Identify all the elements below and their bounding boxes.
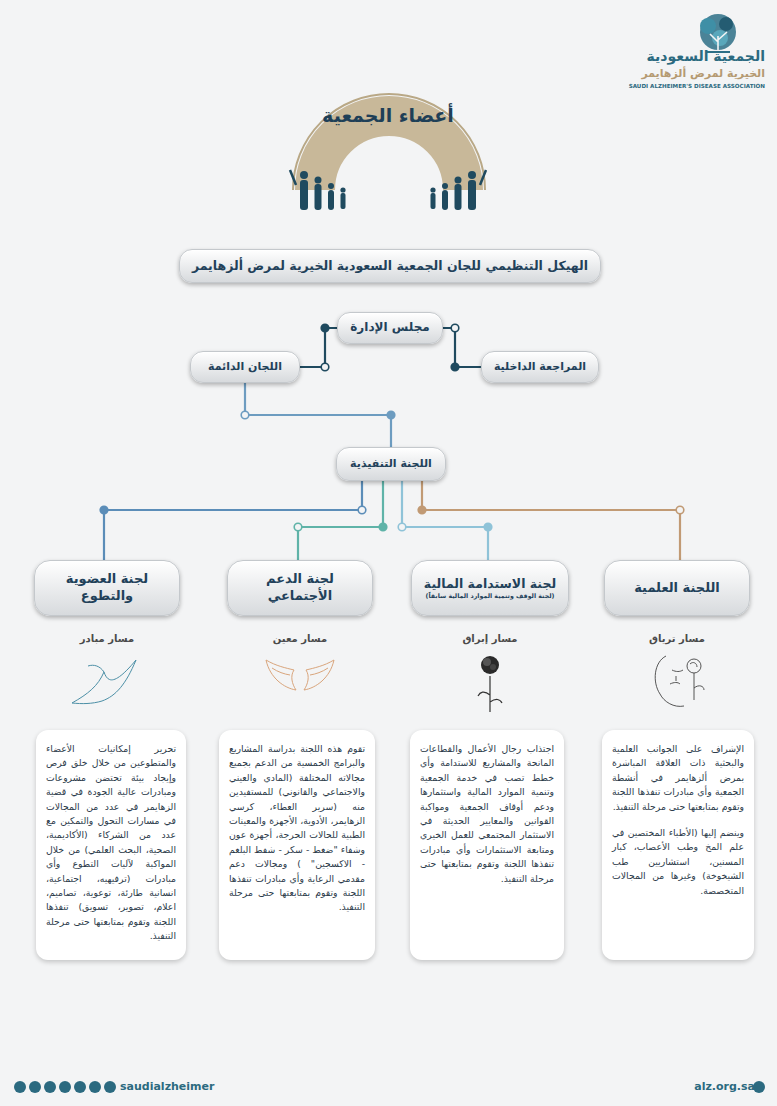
- connector: [300, 328, 337, 367]
- description-box: اجتذاب رجال الأعمال والقطاعات المانحة وا…: [410, 730, 564, 960]
- connector-dot: [358, 506, 366, 514]
- connector-dot: [379, 523, 387, 531]
- connector-dot: [241, 411, 249, 419]
- board-box: مجلس الإدارة: [337, 312, 442, 344]
- connector-dot: [100, 506, 108, 514]
- track-label: مسار معين: [273, 633, 327, 644]
- track-label: مسار مبادر: [80, 633, 134, 644]
- committee-box: لجنة العضوية والتطوع: [34, 560, 180, 616]
- node-text: المراجعة الداخلية: [494, 360, 586, 374]
- node-text: الإشراف على الجوانب العلمية والبحثية ذات…: [612, 742, 744, 814]
- connector: [402, 481, 488, 560]
- node-text: لجنة الاستدامة المالية: [424, 576, 556, 592]
- rose-icon: [478, 656, 502, 712]
- connector-dot: [676, 506, 684, 514]
- node-text: اجتذاب رجال الأعمال والقطاعات المانحة وا…: [420, 742, 554, 886]
- connector-dot: [398, 523, 406, 531]
- family-figures: [290, 170, 486, 210]
- connector-dot: [418, 506, 426, 514]
- track-label: مسار ترياق: [649, 633, 705, 644]
- bird-icon: [72, 660, 136, 704]
- connector: [104, 481, 362, 560]
- connector-dot: [451, 324, 459, 332]
- logo-icon: [700, 14, 736, 52]
- node-subtext: وينضم إليها (الأطباء المختصين في علم الم…: [612, 826, 744, 898]
- node-text: اللجان الدائمة: [208, 360, 282, 374]
- connector: [298, 481, 383, 560]
- connector-dot: [451, 363, 459, 371]
- standing-box: اللجان الدائمة: [190, 351, 300, 383]
- face-icon: [655, 656, 704, 706]
- description-box: الإشراف على الجوانب العلمية والبحثية ذات…: [602, 730, 754, 960]
- node-text: مجلس الإدارة: [350, 320, 429, 336]
- title-banner: الهيكل التنظيمي للجان الجمعية السعودية ا…: [179, 249, 601, 283]
- wings-icon: [266, 660, 334, 690]
- node-text: لجنة الدعم الأجتماعي: [255, 571, 345, 605]
- arch-title: أعضاء الجمعية: [288, 104, 488, 126]
- social-icons: [14, 1081, 765, 1093]
- node-text: لجنة العضوية والتطوع: [62, 571, 152, 605]
- logo-text: الخيرية لمرض ألزهايمر: [641, 67, 765, 80]
- description-box: تقوم هذه اللجنة بدراسة المشاريع والبرامج…: [219, 730, 375, 960]
- logo-text: الجمعية السعودية: [647, 48, 765, 64]
- connector-dot: [321, 363, 329, 371]
- connector-dot: [387, 411, 395, 419]
- track-label: مسار إبراق: [462, 633, 517, 644]
- node-text: الهيكل التنظيمي للجان الجمعية السعودية ا…: [192, 258, 588, 274]
- committee-box: لجنة الدعم الأجتماعي: [227, 560, 373, 616]
- node-text: اللجنة العلمية: [632, 580, 722, 597]
- logo-text: SAUDI ALZHEIMER'S DISEASE ASSOCIATION: [629, 83, 765, 89]
- description-box: تحرير إمكانيات الأعضاء والمتطوعين من خلا…: [36, 730, 186, 960]
- node-text: تحرير إمكانيات الأعضاء والمتطوعين من خلا…: [46, 742, 176, 944]
- audit-box: المراجعة الداخلية: [481, 351, 599, 383]
- committee-box: اللجنة العلمية: [604, 560, 750, 616]
- connector-dot: [294, 523, 302, 531]
- executive-box: اللجنة التنفيذية: [336, 447, 446, 481]
- connector: [245, 383, 391, 447]
- connector: [422, 481, 680, 560]
- node-text: اللجنة التنفيذية: [350, 457, 432, 471]
- node-text: تقوم هذه اللجنة بدراسة المشاريع والبرامج…: [229, 742, 365, 915]
- connector: [443, 328, 481, 367]
- committee-box: لجنة الاستدامة المالية(لجنة الوقف وتنمية…: [411, 560, 569, 616]
- node-subtext: (لجنة الوقف وتنمية الموارد المالية سابقا…: [426, 592, 555, 600]
- connector-dot: [321, 324, 329, 332]
- footer-text: alz.org.sa: [694, 1080, 755, 1093]
- footer-text: saudialzheimer: [120, 1080, 214, 1093]
- connector-dot: [484, 523, 492, 531]
